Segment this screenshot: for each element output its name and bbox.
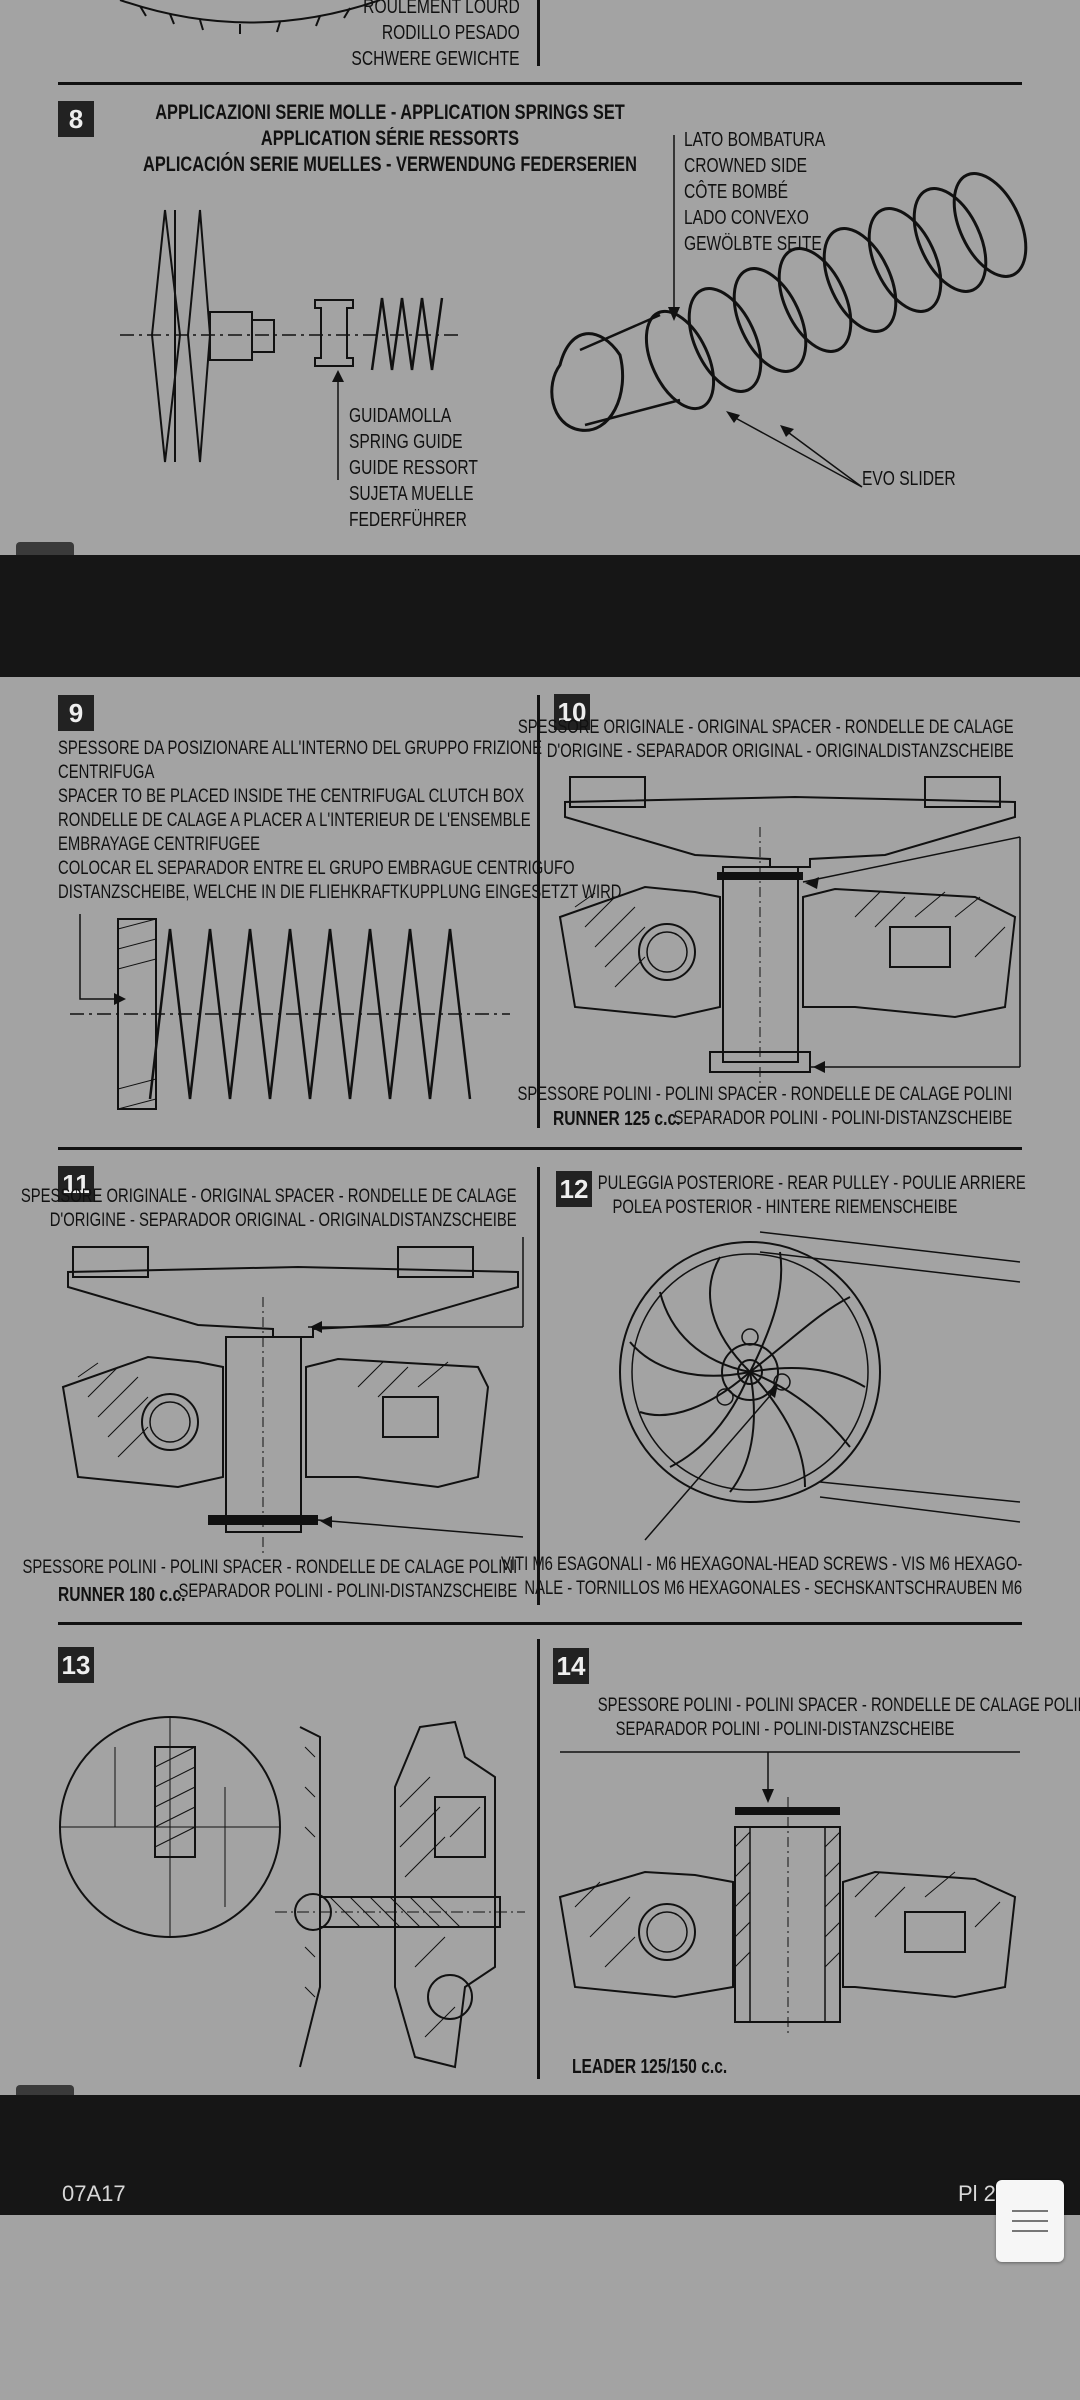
- step-number-9: 9: [58, 695, 94, 731]
- clutch-spacer-spring-drawing: [70, 914, 510, 1110]
- step10-bottom-2: SEPARADOR POLINI - POLINI-DISTANZSCHEIBE: [673, 1108, 1012, 1129]
- guide-label-5: FEDERFÜHRER: [349, 509, 467, 531]
- page-gap: [0, 555, 1080, 677]
- step-number-11: 11: [58, 1166, 94, 1202]
- step11-bottom-1: SPESSORE POLINI - POLINI SPACER - RONDEL…: [22, 1557, 517, 1578]
- guide-label-2: SPRING GUIDE: [349, 431, 463, 453]
- menu-button[interactable]: [996, 2180, 1064, 2262]
- side-label-4: LADO CONVEXO: [684, 207, 809, 229]
- step10-model: RUNNER 125 c.c.: [553, 1108, 681, 1130]
- step10-top-2: D'ORIGINE - SEPARADOR ORIGINAL - ORIGINA…: [547, 741, 1014, 762]
- step-number-8: 8: [58, 101, 94, 137]
- clutch-assembly-detail-drawing: [59, 1716, 525, 2069]
- step9-text-7: DISTANZSCHEIBE, WELCHE IN DIE FLIEHKRAFT…: [58, 882, 622, 903]
- evo-slider-label: EVO SLIDER: [862, 468, 956, 490]
- step-number-10: 10: [554, 694, 590, 730]
- step-number-12: 12: [556, 1171, 592, 1207]
- step12-top-1: PULEGGIA POSTERIORE - REAR PULLEY - POUL…: [597, 1173, 1026, 1194]
- step9-text-2: CENTRIFUGA: [58, 762, 155, 783]
- side-label-1: LATO BOMBATURA: [684, 129, 826, 151]
- side-label-3: CÔTE BOMBÉ: [684, 181, 789, 203]
- guide-label-3: GUIDE RESSORT: [349, 457, 478, 479]
- step-number-14: 14: [553, 1648, 589, 1684]
- spring-set-drawing: [120, 209, 460, 480]
- runner180-clutch-section: [61, 1237, 524, 1557]
- footer-band: 07A17 Pl 2: [0, 2095, 1080, 2215]
- step11-bottom-2: SEPARADOR POLINI - POLINI-DISTANZSCHEIBE: [178, 1581, 517, 1602]
- column-divider-1: [537, 695, 540, 1128]
- step12-bottom-2: NALE - TORNILLOS M6 HEXAGONALES - SECHSK…: [524, 1578, 1022, 1599]
- step11-top-1: SPESSORE ORIGINALE - ORIGINAL SPACER - R…: [21, 1186, 517, 1207]
- step-number-13: 13: [58, 1647, 94, 1683]
- rear-pulley-drawing: [619, 1231, 1021, 1541]
- step12-top-2: POLEA POSTERIOR - HINTERE RIEMENSCHEIBE: [612, 1197, 958, 1218]
- step14-top-1: SPESSORE POLINI - POLINI SPACER - RONDEL…: [597, 1695, 1080, 1716]
- step14-model: LEADER 125/150 c.c.: [572, 2056, 728, 2078]
- column-divider-2: [537, 1167, 540, 1605]
- section-divider-8: [58, 82, 1022, 85]
- step9-text-6: COLOCAR EL SEPARADOR ENTRE EL GRUPO EMBR…: [58, 858, 575, 879]
- step9-text-3: SPACER TO BE PLACED INSIDE THE CENTRIFUG…: [58, 786, 525, 807]
- prev-step-drawing: [119, 0, 381, 34]
- section-divider-11: [58, 1147, 1022, 1150]
- step10-top-1: SPESSORE ORIGINALE - ORIGINAL SPACER - R…: [518, 717, 1014, 738]
- step9-text-4: RONDELLE DE CALAGE A PLACER A L'INTERIEU…: [58, 810, 531, 831]
- step10-bottom-1: SPESSORE POLINI - POLINI SPACER - RONDEL…: [517, 1084, 1012, 1105]
- prev-label-3: SCHWERE GEWICHTE: [351, 48, 520, 70]
- step9-text-5: EMBRAYAGE CENTRIFUGEE: [58, 834, 261, 855]
- evo-slider-spring-drawing: [550, 135, 1028, 488]
- step8-title-line3: APLICACIÓN SERIE MUELLES - VERWENDUNG FE…: [143, 153, 637, 176]
- runner125-clutch-section: [558, 776, 1021, 1087]
- guide-label-4: SUJETA MUELLE: [349, 483, 474, 505]
- step9-text-1: SPESSORE DA POSIZIONARE ALL'INTERNO DEL …: [58, 738, 543, 759]
- prev-label-2: RODILLO PESADO: [382, 22, 520, 44]
- side-label-2: CROWNED SIDE: [684, 155, 808, 177]
- step11-model: RUNNER 180 c.c.: [58, 1584, 186, 1606]
- footer-code: 07A17: [62, 2181, 126, 2206]
- column-divider-3: [537, 1639, 540, 2079]
- step12-bottom-1: VITI M6 ESAGONALI - M6 HEXAGONAL-HEAD SC…: [500, 1554, 1022, 1575]
- step8-title-line2: APPLICATION SÉRIE RESSORTS: [260, 127, 520, 150]
- step11-top-2: D'ORIGINE - SEPARADOR ORIGINAL - ORIGINA…: [50, 1210, 517, 1231]
- leader-clutch-section: [558, 1751, 1020, 2037]
- prev-label-1: ROULEMENT LOURD: [363, 0, 520, 18]
- footer-page: Pl 2: [958, 2181, 996, 2206]
- page-16: 9 SPESSORE DA POSIZIONARE ALL'INTERNO DE…: [0, 677, 1080, 2095]
- step14-top-2: SEPARADOR POLINI - POLINI-DISTANZSCHEIBE: [615, 1719, 955, 1740]
- page-15: ROULEMENT LOURD RODILLO PESADO SCHWERE G…: [0, 0, 1080, 555]
- step8-title-line1: APPLICAZIONI SERIE MOLLE - APPLICATION S…: [155, 101, 625, 124]
- guide-label-1: GUIDAMOLLA: [349, 405, 452, 427]
- section-divider-13: [58, 1622, 1022, 1625]
- side-label-5: GEWÖLBTE SEITE: [684, 233, 822, 255]
- prev-divider: [537, 0, 540, 66]
